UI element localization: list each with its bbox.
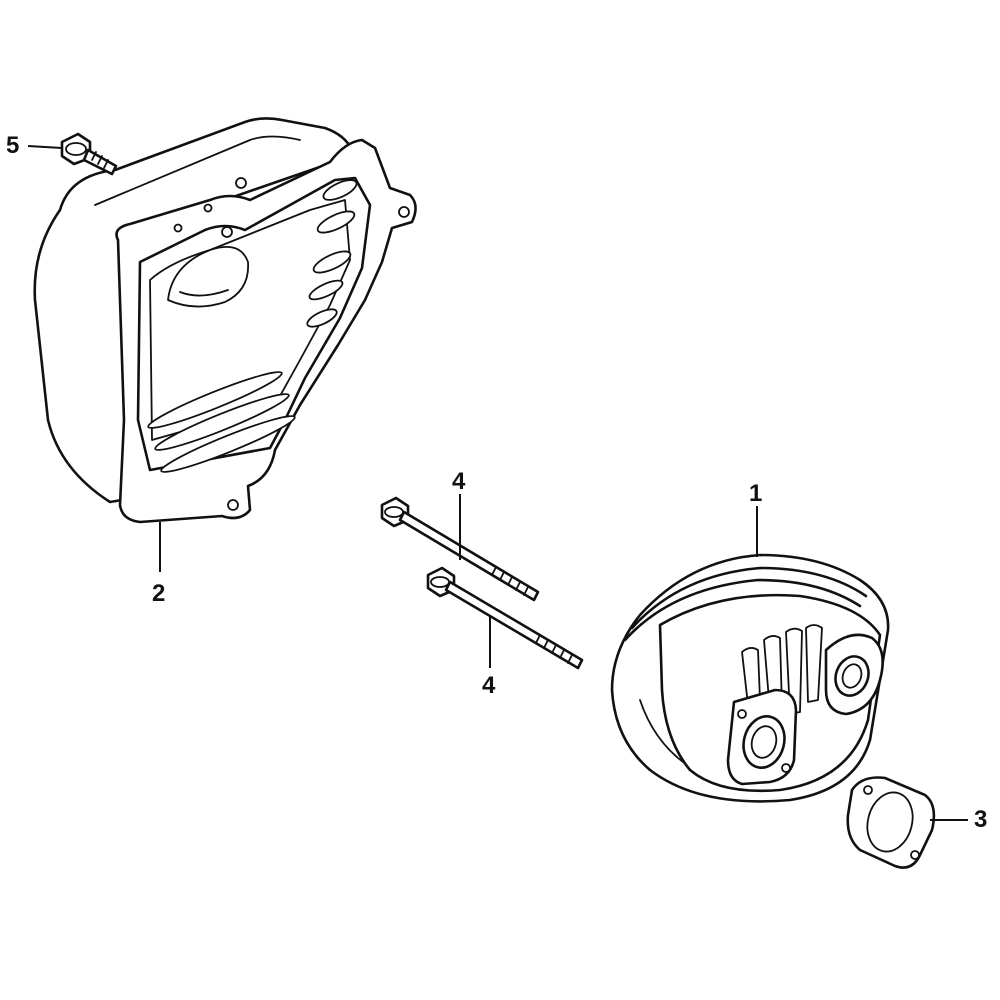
muffler	[610, 553, 890, 803]
muffler-gasket	[846, 776, 936, 869]
leader-line-5	[27, 145, 63, 149]
callout-4-lower: 4	[482, 672, 496, 699]
callout-5: 5	[6, 132, 20, 159]
stud-bolt-lower	[426, 566, 584, 670]
stud-bolt-upper	[380, 496, 540, 602]
callout-2: 2	[152, 580, 166, 607]
callout-3: 3	[974, 806, 988, 833]
flange-bolt	[60, 132, 118, 176]
muffler-protector	[33, 117, 417, 524]
callout-4-upper: 4	[452, 468, 466, 495]
callout-1: 1	[749, 480, 763, 507]
